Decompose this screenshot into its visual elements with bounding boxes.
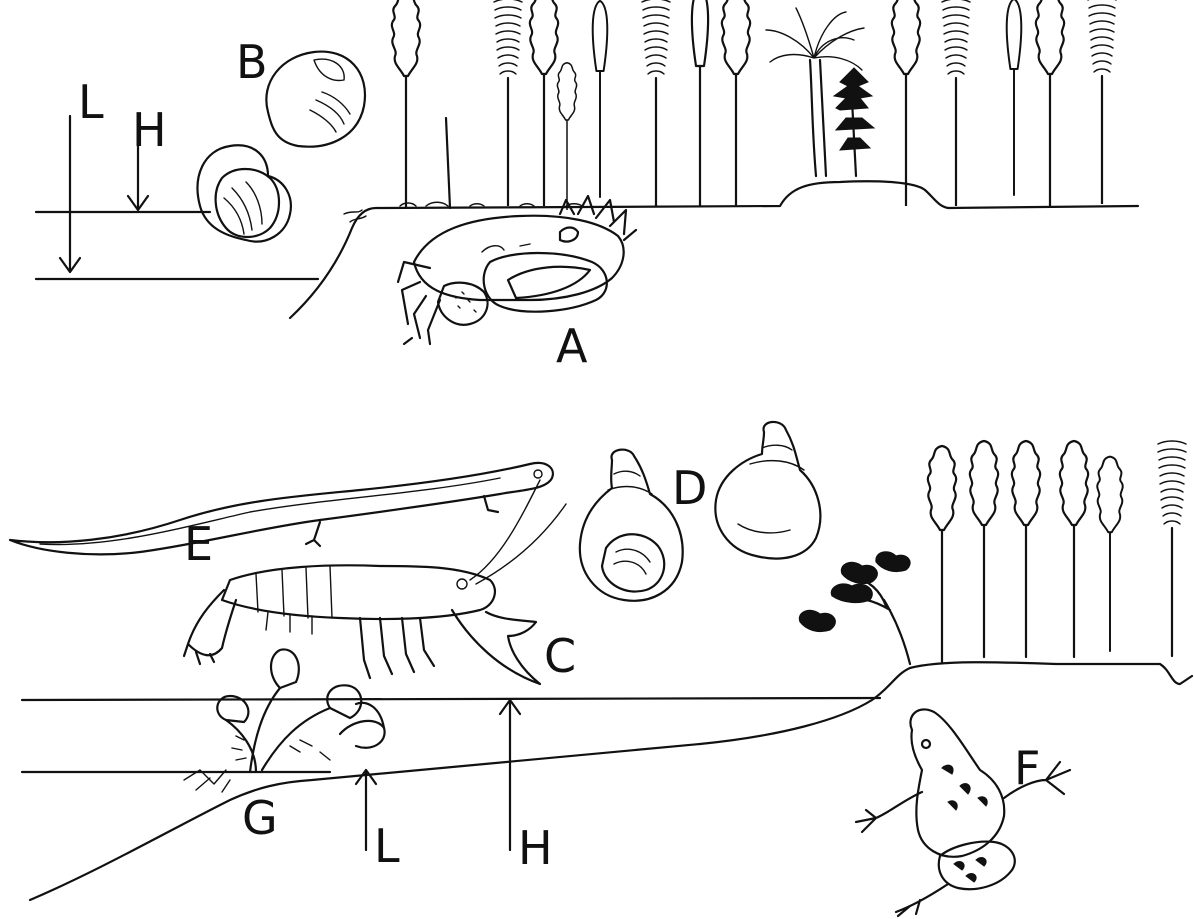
bottom-high-arrow <box>500 700 520 850</box>
snail-d-right <box>715 422 820 559</box>
bottom-label-C: C <box>544 629 576 683</box>
bottom-label-G: G <box>242 791 278 845</box>
top-small-tree <box>834 68 874 176</box>
bottom-high-water-line <box>22 698 880 700</box>
top-label-A: A <box>556 319 588 373</box>
top-label-H: H <box>132 103 167 157</box>
snail-b-lower <box>198 145 291 241</box>
bottom-label-F: F <box>1014 741 1040 795</box>
snail-d-left <box>580 450 683 601</box>
top-vegetation <box>392 0 1116 210</box>
bottom-panel: L H E C D <box>10 422 1192 916</box>
bottom-label-E: E <box>184 517 213 571</box>
top-panel: L H B A <box>36 0 1138 373</box>
bottom-label-L: L <box>374 819 400 873</box>
newt-e <box>10 463 553 554</box>
bottom-low-arrow <box>356 770 376 850</box>
bottom-small-tree <box>799 552 910 664</box>
top-label-L: L <box>78 75 104 129</box>
snail-b-upper <box>266 52 365 147</box>
top-ground-line <box>290 181 1138 318</box>
top-low-arrow <box>60 116 80 272</box>
crab-a <box>398 196 636 344</box>
crayfish-c <box>184 480 566 684</box>
bottom-label-H: H <box>518 821 553 875</box>
bottom-vegetation <box>799 441 1186 664</box>
aquatic-plant-g <box>184 649 385 792</box>
top-label-B: B <box>236 35 268 89</box>
bottom-label-D: D <box>672 461 707 515</box>
